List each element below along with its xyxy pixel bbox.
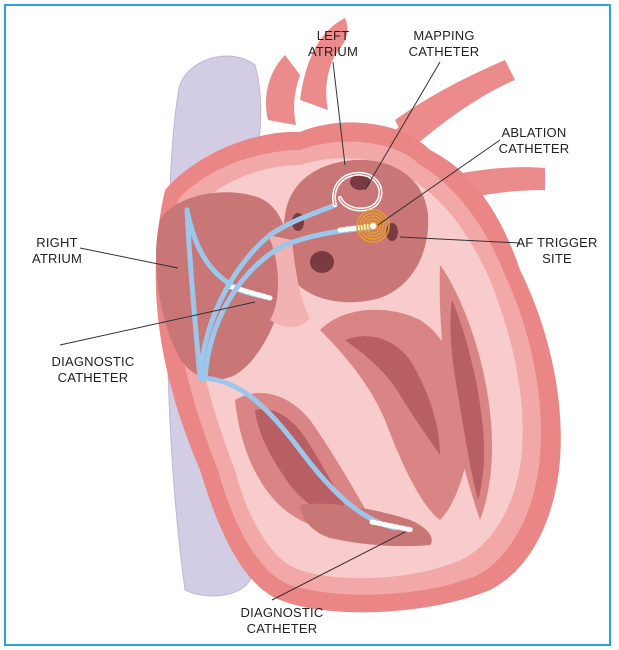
label-diagnostic-catheter-lower: DIAGNOSTIC CATHETER [241,605,324,636]
label-left-atrium: LEFT ATRIUM [308,28,358,59]
label-line: LEFT [317,28,350,43]
label-line: CATHETER [247,621,318,636]
label-line: RIGHT [36,235,77,250]
label-diagnostic-catheter-upper: DIAGNOSTIC CATHETER [52,354,135,385]
label-line: DIAGNOSTIC [241,605,324,620]
aortic-arch-vessel [266,55,300,125]
label-line: AF TRIGGER [516,235,597,250]
label-line: CATHETER [58,370,129,385]
label-mapping-catheter: MAPPING CATHETER [409,28,480,59]
label-line: ABLATION [502,125,567,140]
label-line: ATRIUM [308,44,358,59]
label-line: CATHETER [499,141,570,156]
label-line: CATHETER [409,44,480,59]
label-af-trigger-site: AF TRIGGER SITE [516,235,597,266]
label-line: ATRIUM [32,251,82,266]
label-line: MAPPING [413,28,474,43]
label-ablation-catheter: ABLATION CATHETER [499,125,570,156]
label-line: SITE [542,251,572,266]
pulmonary-vein-opening [310,251,334,273]
label-line: DIAGNOSTIC [52,354,135,369]
label-right-atrium: RIGHT ATRIUM [32,235,82,266]
